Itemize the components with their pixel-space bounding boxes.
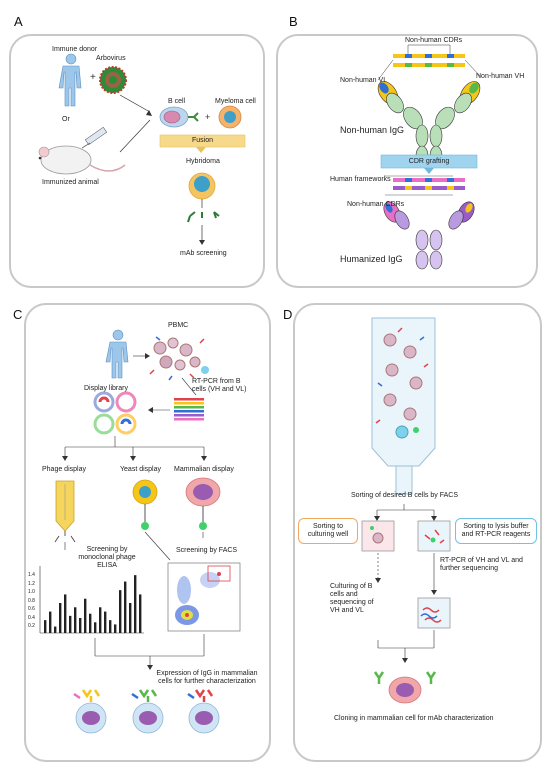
elisa-y-tick-label: 1.2 (28, 580, 35, 587)
elisa-bar (119, 590, 122, 633)
human-donor-icon (58, 53, 82, 107)
fusion-label: Fusion (191, 137, 213, 144)
vh-vl-pcr-bars-icon (174, 398, 204, 421)
panel-d-label: D (283, 307, 293, 322)
facs-column-icon (371, 317, 436, 495)
elisa-bar (44, 620, 47, 633)
myeloma-cell-icon (218, 105, 242, 129)
syringe-icon (81, 126, 108, 149)
elisa-bar (139, 594, 142, 633)
elisa-bar (49, 611, 52, 633)
svg-text:+: + (90, 72, 96, 83)
immune-donor-label: Immune donor (52, 46, 98, 53)
elisa-bar (124, 581, 127, 633)
elisa-bar (134, 575, 137, 633)
elisa-bar (109, 620, 112, 633)
human-frameworks-label: Human frameworks (330, 176, 391, 183)
yeast-cell-icon (132, 479, 158, 530)
myeloma-cell-label: Myeloma cell (215, 98, 256, 105)
elisa-y-tick-label: 0.4 (28, 614, 35, 621)
cloning-label: Cloning in mammalian cell for mAb charac… (334, 715, 494, 722)
elisa-bar (129, 603, 132, 633)
pbmc-donor-icon (105, 329, 129, 379)
panel-a-label: A (14, 14, 23, 29)
svg-text:+: + (205, 112, 210, 122)
facs-density-plot (167, 562, 241, 632)
non-human-cdrs-bottom-label: Non-human CDRs (347, 201, 405, 208)
elisa-bar (84, 598, 87, 633)
elisa-y-tick-label: 1.4 (28, 572, 35, 578)
mammalian-cloning-cell-icon (373, 671, 437, 704)
mouse-icon (38, 145, 126, 175)
elisa-bar (79, 618, 82, 633)
elisa-bar (74, 607, 77, 633)
elisa-bar (54, 626, 57, 633)
sorting-well-box: Sorting to culturing well (298, 518, 358, 544)
culturing-well-icon (361, 520, 395, 552)
elisa-bar (104, 611, 107, 633)
or-label: Or (62, 116, 70, 123)
elisa-bar (64, 594, 67, 633)
non-human-vh-label: Non-human VH (476, 73, 525, 80)
elisa-bar (59, 603, 62, 633)
mammalian-display-label: Mammalian display (174, 466, 234, 473)
non-human-cdrs-top-label: Non-human CDRs (405, 37, 463, 44)
elisa-y-tick-label: 0.8 (28, 597, 35, 604)
sorting-facs-label: Sorting of desired B cells by FACS (351, 492, 458, 499)
expression-label: Expression of IgG in mammalian cells for… (156, 670, 258, 685)
elisa-bar (69, 615, 72, 633)
rt-pcr-seq-label: RT-PCR of VH and VL and further sequenci… (440, 557, 523, 572)
humanized-igg-label: Humanized IgG (340, 254, 403, 264)
hybridoma-icon (187, 172, 220, 245)
sequencing-well-icon (417, 597, 451, 629)
b-cell-icon (159, 106, 199, 128)
humanized-igg-icon (383, 201, 475, 270)
elisa-y-tick-label: 0.6 (28, 606, 35, 612)
elisa-bar (99, 607, 102, 633)
yeast-display-label: Yeast display (120, 466, 161, 473)
elisa-y-tick-label: 0.2 (28, 623, 35, 629)
elisa-bar (89, 613, 92, 633)
lysis-well-icon (417, 520, 451, 552)
pbmc-cells-icon (149, 336, 209, 381)
panel-c-label: C (13, 307, 23, 322)
arbovirus-icon (99, 66, 127, 94)
phage-display-label: Phage display (42, 466, 86, 473)
culturing-label: Culturing of B cells and sequencing of V… (330, 583, 374, 614)
screening-elisa-label: Screening by monoclonal phage ELISA (78, 546, 136, 569)
panel-b-label: B (289, 14, 298, 29)
mab-screening-label: mAb screening (180, 250, 227, 257)
phage-icon (54, 480, 76, 543)
elisa-bar (94, 622, 97, 633)
cdr-grafting-label: CDR grafting (408, 158, 450, 165)
arbovirus-label: Arbovirus (96, 55, 126, 62)
elisa-bar (114, 624, 117, 633)
expressed-igg-cells-icon (73, 689, 220, 734)
screening-facs-label: Screening by FACS (176, 547, 238, 554)
pbmc-label: PBMC (168, 322, 189, 329)
non-human-igg-label: Non-human IgG (340, 125, 405, 135)
immunized-animal-label: Immunized animal (42, 179, 99, 186)
sorting-lysis-box: Sorting to lysis buffer and RT-PCR reage… (455, 518, 537, 544)
non-human-vl-label: Non-human VL (340, 77, 388, 84)
mammalian-cell-icon (185, 477, 221, 530)
hybridoma-label: Hybridoma (186, 158, 220, 165)
rt-pcr-label: RT-PCR from B cells (VH and VL) (192, 378, 247, 393)
b-cell-label: B cell (168, 98, 186, 105)
elisa-y-tick-label: 1.0 (28, 589, 35, 595)
display-library-label: Display library (84, 385, 128, 392)
display-library-plasmids-icon (93, 391, 137, 435)
elisa-bar-chart (39, 566, 144, 634)
